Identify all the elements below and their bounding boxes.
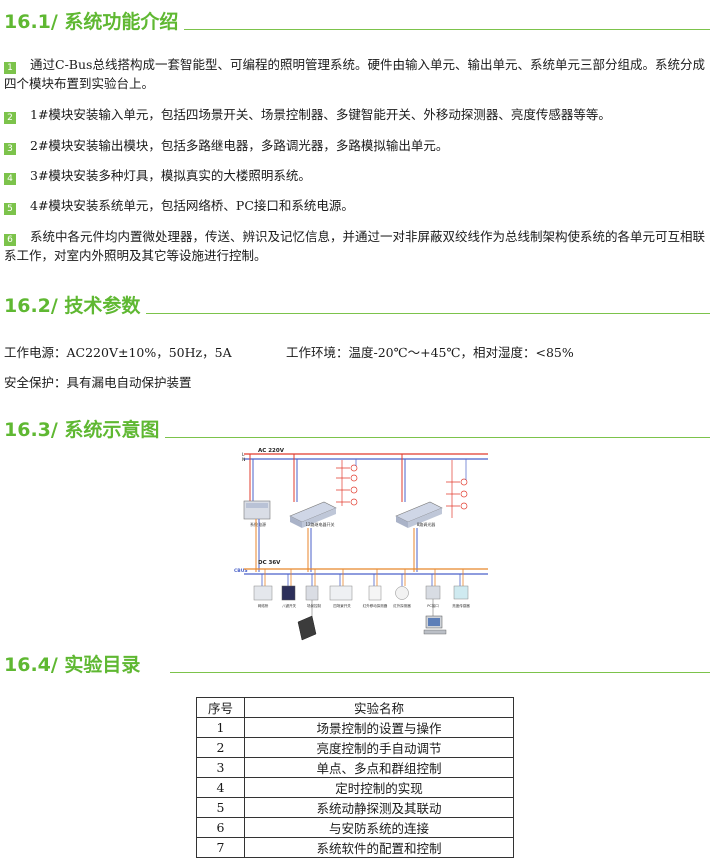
spec-power: 工作电源：AC220V±10%，50Hz，5A (4, 345, 232, 360)
unit-label: 12路继电器开关 (305, 521, 334, 527)
device-label: 红外移动探测器 (363, 603, 388, 608)
row-number: 5 (196, 797, 245, 818)
power-supply-unit (243, 500, 271, 520)
device-label: 四场景开关 (333, 603, 351, 608)
row-name: 单点、多点和群组控制 (244, 757, 514, 778)
number-badge: 3 (4, 143, 16, 155)
row-number: 1 (196, 717, 245, 738)
row-name: 与安防系统的连接 (244, 817, 514, 838)
row-name: 系统软件的配置和控制 (244, 837, 514, 858)
dc-label: DC 36V (258, 560, 281, 566)
system-diagram: AC 220V L N 系统电源 12路继电器开关 8路调光器 (234, 448, 488, 641)
lamp-group-relay (336, 460, 358, 506)
row-number: 3 (196, 757, 245, 778)
section-heading: 16.2/ 技术参数 (4, 295, 141, 317)
section-title-function: 16.1/ 系统功能介绍 (4, 4, 710, 34)
number-badge: 6 (4, 234, 16, 246)
l-label: L (242, 452, 245, 458)
device-label: 亮度传感器 (452, 603, 470, 608)
intro-item-3: 3 2#模块安装输出模块，包括多路继电器，多路调光器，多路模拟输出单元。 (4, 136, 710, 155)
scene-controller-device (305, 585, 319, 601)
keypad-panel (297, 615, 317, 641)
unit-label: 8路调光器 (417, 521, 436, 527)
row-number: 6 (196, 817, 245, 838)
intro-text: 2#模块安装输出模块，包括多路继电器，多路调光器，多路模拟输出单元。 (30, 138, 449, 153)
header-name: 实验名称 (244, 697, 514, 718)
intro-item-4: 4 3#模块安装多种灯具，模拟真实的大楼照明系统。 (4, 166, 710, 185)
row-number: 7 (196, 837, 245, 858)
device-label: 场景控制 (307, 603, 321, 608)
number-badge: 5 (4, 203, 16, 215)
scene-switch-device (329, 585, 353, 601)
section-rule (184, 29, 710, 30)
table-header-row: 序号 实验名称 (196, 697, 514, 718)
intro-text: 4#模块安装系统单元，包括网络桥、PC接口和系统电源。 (30, 198, 354, 213)
row-name: 定时控制的实现 (244, 777, 514, 798)
number-badge: 4 (4, 173, 16, 185)
relay-unit (289, 501, 337, 528)
intro-text: 1#模块安装输入单元，包括四场景开关、场景控制器、多键智能开关、外移动探测器、亮… (30, 107, 611, 122)
header-number: 序号 (196, 697, 245, 718)
intro-item-2: 2 1#模块安装输入单元，包括四场景开关、场景控制器、多键智能开关、外移动探测器、… (4, 105, 710, 124)
pc-interface-device (425, 585, 441, 600)
pir-detector-device (368, 585, 382, 601)
unit-label: 系统电源 (250, 521, 266, 527)
intro-item-5: 5 4#模块安装系统单元，包括网络桥、PC接口和系统电源。 (4, 196, 710, 215)
spec-environment: 工作环境：温度-20℃～+45℃，相对湿度：<85% (286, 345, 574, 360)
section-heading: 16.1/ 系统功能介绍 (4, 11, 179, 33)
intro-text: 3#模块安装多种灯具，模拟真实的大楼照明系统。 (30, 168, 311, 183)
spec-protection: 安全保护：具有漏电自动保护装置 (4, 375, 192, 390)
section-heading: 16.4/ 实验目录 (4, 654, 141, 676)
lamp-group-dimmer (446, 460, 468, 518)
number-badge: 1 (4, 62, 16, 74)
network-bridge-device (253, 585, 273, 601)
light-sensor-device (453, 585, 469, 600)
device-label: 八键开关 (282, 603, 296, 608)
section-heading: 16.3/ 系统示意图 (4, 419, 160, 441)
ac-label: AC 220V (258, 448, 285, 454)
cbus-label: CBUS (234, 568, 248, 574)
row-name: 亮度控制的手自动调节 (244, 737, 514, 758)
row-number: 4 (196, 777, 245, 798)
eight-key-switch-device (281, 585, 296, 601)
section-title-specs: 16.2/ 技术参数 (4, 288, 710, 318)
intro-text: 系统中各元件均内置微处理器，传送、辨识及记忆信息，并通过一对非屏蔽双绞线作为总线… (4, 229, 706, 263)
intro-text: 通过C-Bus总线搭构成一套智能型、可编程的照明管理系统。硬件由输入单元、输出单… (4, 57, 705, 91)
n-label: N (242, 457, 245, 463)
device-label: 网络桥 (258, 603, 269, 608)
section-rule (146, 313, 710, 314)
ir-detector-device (395, 586, 409, 600)
pc-computer (423, 615, 447, 635)
device-label: 红外探测器 (393, 603, 411, 608)
number-badge: 2 (4, 112, 16, 124)
section-title-experiments: 16.4/ 实验目录 (4, 647, 710, 677)
section-rule (165, 437, 710, 438)
section-rule (170, 672, 710, 673)
row-name: 系统动静探测及其联动 (244, 797, 514, 818)
row-number: 2 (196, 737, 245, 758)
dimmer-unit (395, 501, 443, 528)
section-title-diagram: 16.3/ 系统示意图 (4, 412, 710, 442)
row-name: 场景控制的设置与操作 (244, 717, 514, 738)
